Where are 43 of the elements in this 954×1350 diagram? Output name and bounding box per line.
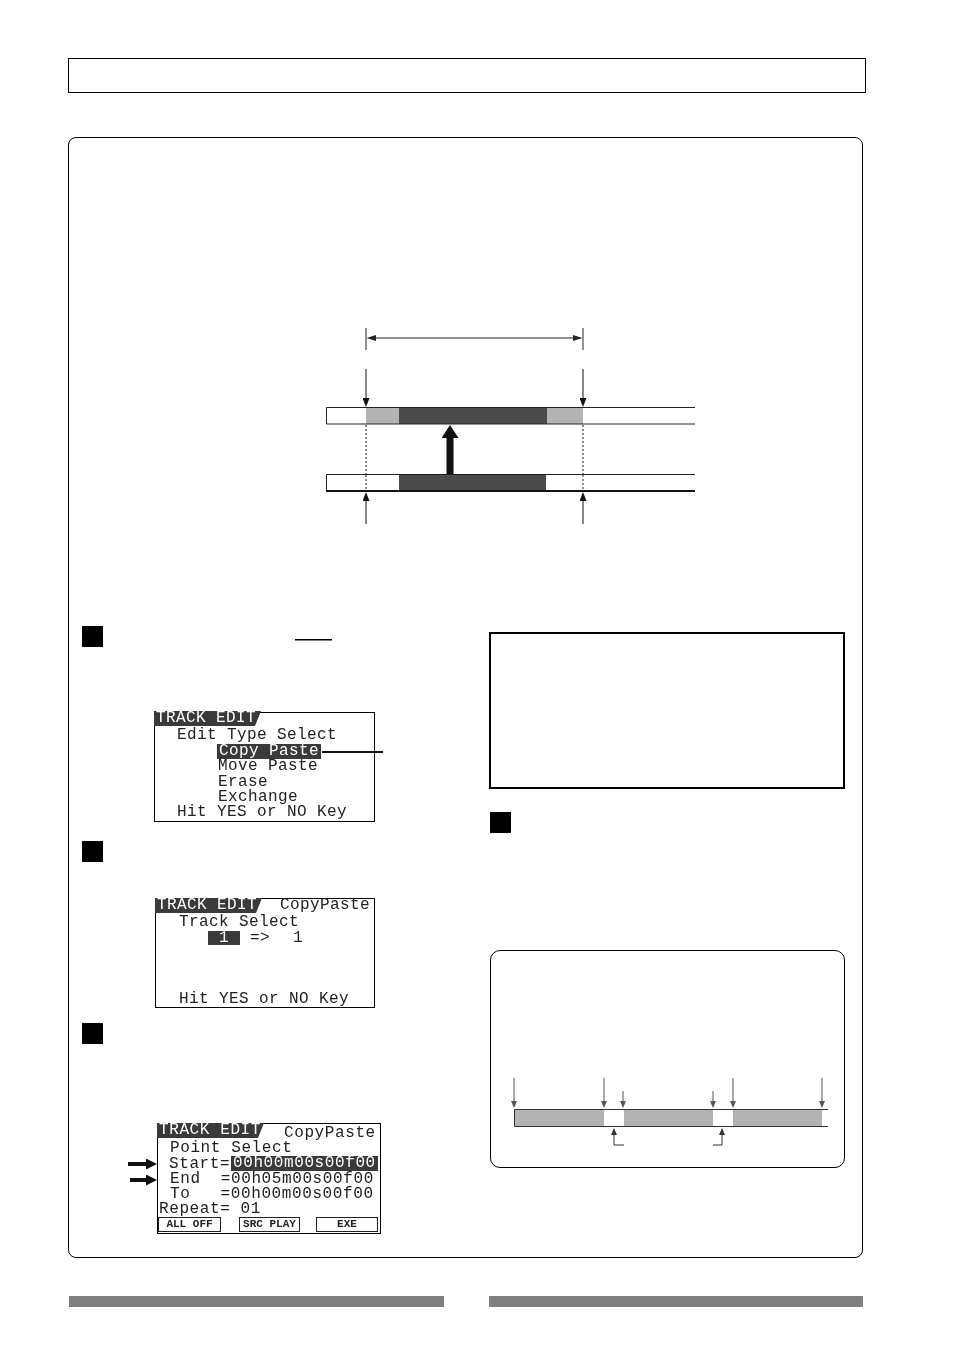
selected-item: 1 [208, 931, 240, 945]
arrow [130, 1174, 157, 1186]
soft-key: ALL OFF [158, 1217, 221, 1232]
leader-line [321, 751, 384, 753]
note-box [488, 631, 845, 789]
lcd-screen [156, 1122, 381, 1234]
lcd-text: => 1 [250, 930, 303, 946]
lcd-text: CopyPaste [280, 897, 370, 913]
content-panel [68, 137, 863, 1258]
arrow [362, 368, 370, 407]
lcd-text: Erase [218, 774, 268, 790]
arrow [362, 492, 370, 525]
soft-key: SRC PLAY [239, 1217, 300, 1232]
lcd-text: CopyPaste [284, 1125, 376, 1141]
lcd-screen [154, 897, 375, 1008]
tip-box [489, 949, 845, 1168]
selected-item: 00h00m00s00f00 [231, 1156, 378, 1171]
track-bar [325, 406, 695, 425]
lcd-title-tab: TRACK EDIT [157, 1123, 264, 1138]
arrow [579, 492, 587, 525]
lcd-text: End =00h05m00s00f00 [170, 1171, 374, 1187]
arrow [441, 425, 459, 474]
soft-key: EXE [316, 1217, 378, 1232]
dotted-line [365, 424, 367, 475]
lcd-text: Move Paste [218, 758, 318, 774]
lcd-text: Hit YES or NO Key [177, 804, 348, 820]
track-bar [325, 473, 695, 492]
lcd-text: To =00h00m00s00f00 [170, 1186, 374, 1202]
header-box [68, 58, 866, 93]
lcd-text: Hit YES or NO Key [179, 991, 350, 1007]
lcd-screen [153, 711, 375, 822]
lcd-text: Repeat= 01 [159, 1201, 261, 1217]
lcd-text: Exchange [218, 789, 298, 805]
dotted-line [582, 424, 584, 475]
lcd-text: Point Select [170, 1140, 293, 1156]
lcd-title-tab: TRACK EDIT [155, 898, 262, 913]
arrow [579, 368, 587, 407]
selected-item: Copy Paste [217, 744, 321, 759]
lcd-text: Start= [169, 1156, 231, 1172]
lcd-text: Track Select [179, 914, 300, 930]
lcd-title-tab: TRACK EDIT [154, 711, 261, 726]
arrow [128, 1158, 157, 1170]
lcd-text: Edit Type Select [177, 727, 338, 743]
